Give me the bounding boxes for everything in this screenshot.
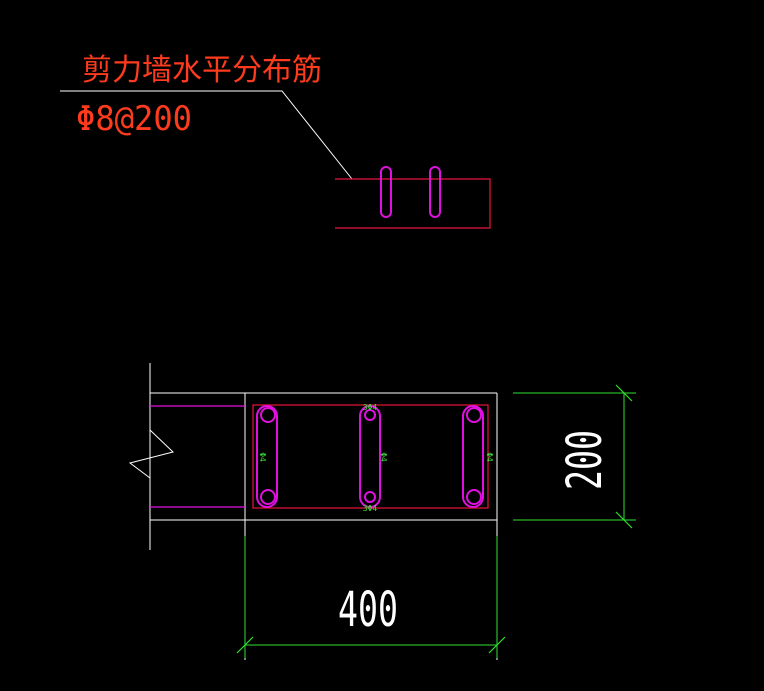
wall-strip-outline	[335, 178, 491, 229]
rebar-circle	[466, 407, 482, 423]
dimension-width-text: 400	[338, 582, 398, 638]
annotation-title: 剪力墙水平分布筋	[82, 53, 322, 88]
tie-hook-left	[256, 405, 278, 508]
dimension-height-text: 200	[557, 430, 613, 490]
tie-hook-right	[462, 405, 484, 508]
rebar-label-bottom: 3Φ4	[363, 504, 378, 513]
rebar-circle	[260, 489, 276, 505]
rebar-label-right: Φ4	[485, 452, 494, 462]
rebar-circle	[466, 489, 482, 505]
wall-section: 3Φ4 3Φ4 Φ4 Φ4 Φ4	[128, 363, 498, 660]
break-line-symbol	[128, 429, 174, 479]
dim-tick-bottom	[615, 511, 633, 529]
dim-tick-top	[615, 384, 633, 402]
leader-line	[60, 90, 353, 180]
hook-bar-right	[429, 166, 441, 218]
height-dimension: 200	[513, 384, 636, 529]
tie-hook-middle	[359, 405, 381, 508]
rebar-label-top: 3Φ4	[363, 403, 378, 412]
annotation-spec: Φ8@200	[76, 99, 192, 139]
rebar-circle	[260, 407, 276, 423]
rebar-label-left: Φ4	[258, 452, 267, 462]
rebar-circle	[364, 409, 376, 421]
rebar-circle	[364, 491, 376, 503]
rebar-label-middle: Φ4	[379, 452, 388, 462]
width-dimension: 400	[236, 536, 506, 658]
dim-tick-right	[488, 636, 506, 654]
dim-tick-left	[236, 636, 254, 654]
hook-bar-left	[380, 166, 392, 218]
wall-strip-detail	[335, 166, 491, 229]
stirrup	[252, 404, 489, 509]
